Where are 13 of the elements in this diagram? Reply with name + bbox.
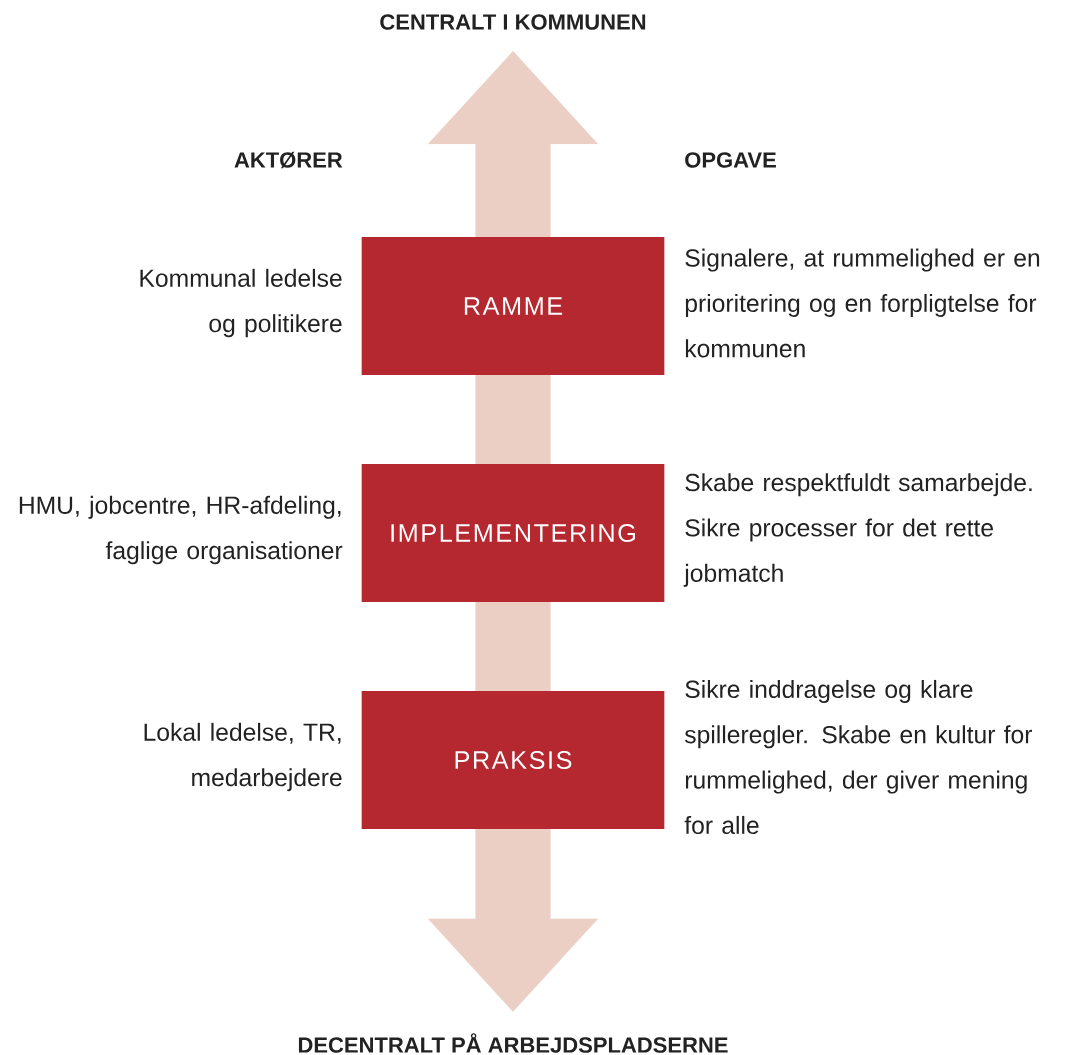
heading-text: DECENTRALT PÅ ARBEJDSPLADSERNE <box>298 1033 728 1053</box>
task-text: Sikre inddragelse og klare spilleregler. Skabe en kultur for rummelighed, der giver mening for alle <box>684 679 1032 835</box>
actor-text: Kommunal ledelse og politikere <box>140 268 342 338</box>
level-box: PRAKSIS <box>361 691 665 829</box>
actor-text: Lokal ledelse, TR, medarbejdere <box>144 722 342 792</box>
task-text: Signalere, at rummelighed er en prioritering og en forpligtelse for kommunen <box>685 248 1040 358</box>
level-box: RAMME <box>361 237 665 375</box>
column-heading: OPGAVE <box>685 152 776 168</box>
heading-text: CENTRALT I KOMMUNEN <box>380 14 646 30</box>
level-box: IMPLEMENTERING <box>361 464 665 602</box>
task-text: Skabe respektfuldt samarbejde. Sikre processer for det rette jobmatch <box>683 473 1032 587</box>
actor-text: HMU, jobcentre, HR-afdeling, faglige organisationer <box>19 495 343 565</box>
column-heading: AKTØRER <box>234 151 343 169</box>
